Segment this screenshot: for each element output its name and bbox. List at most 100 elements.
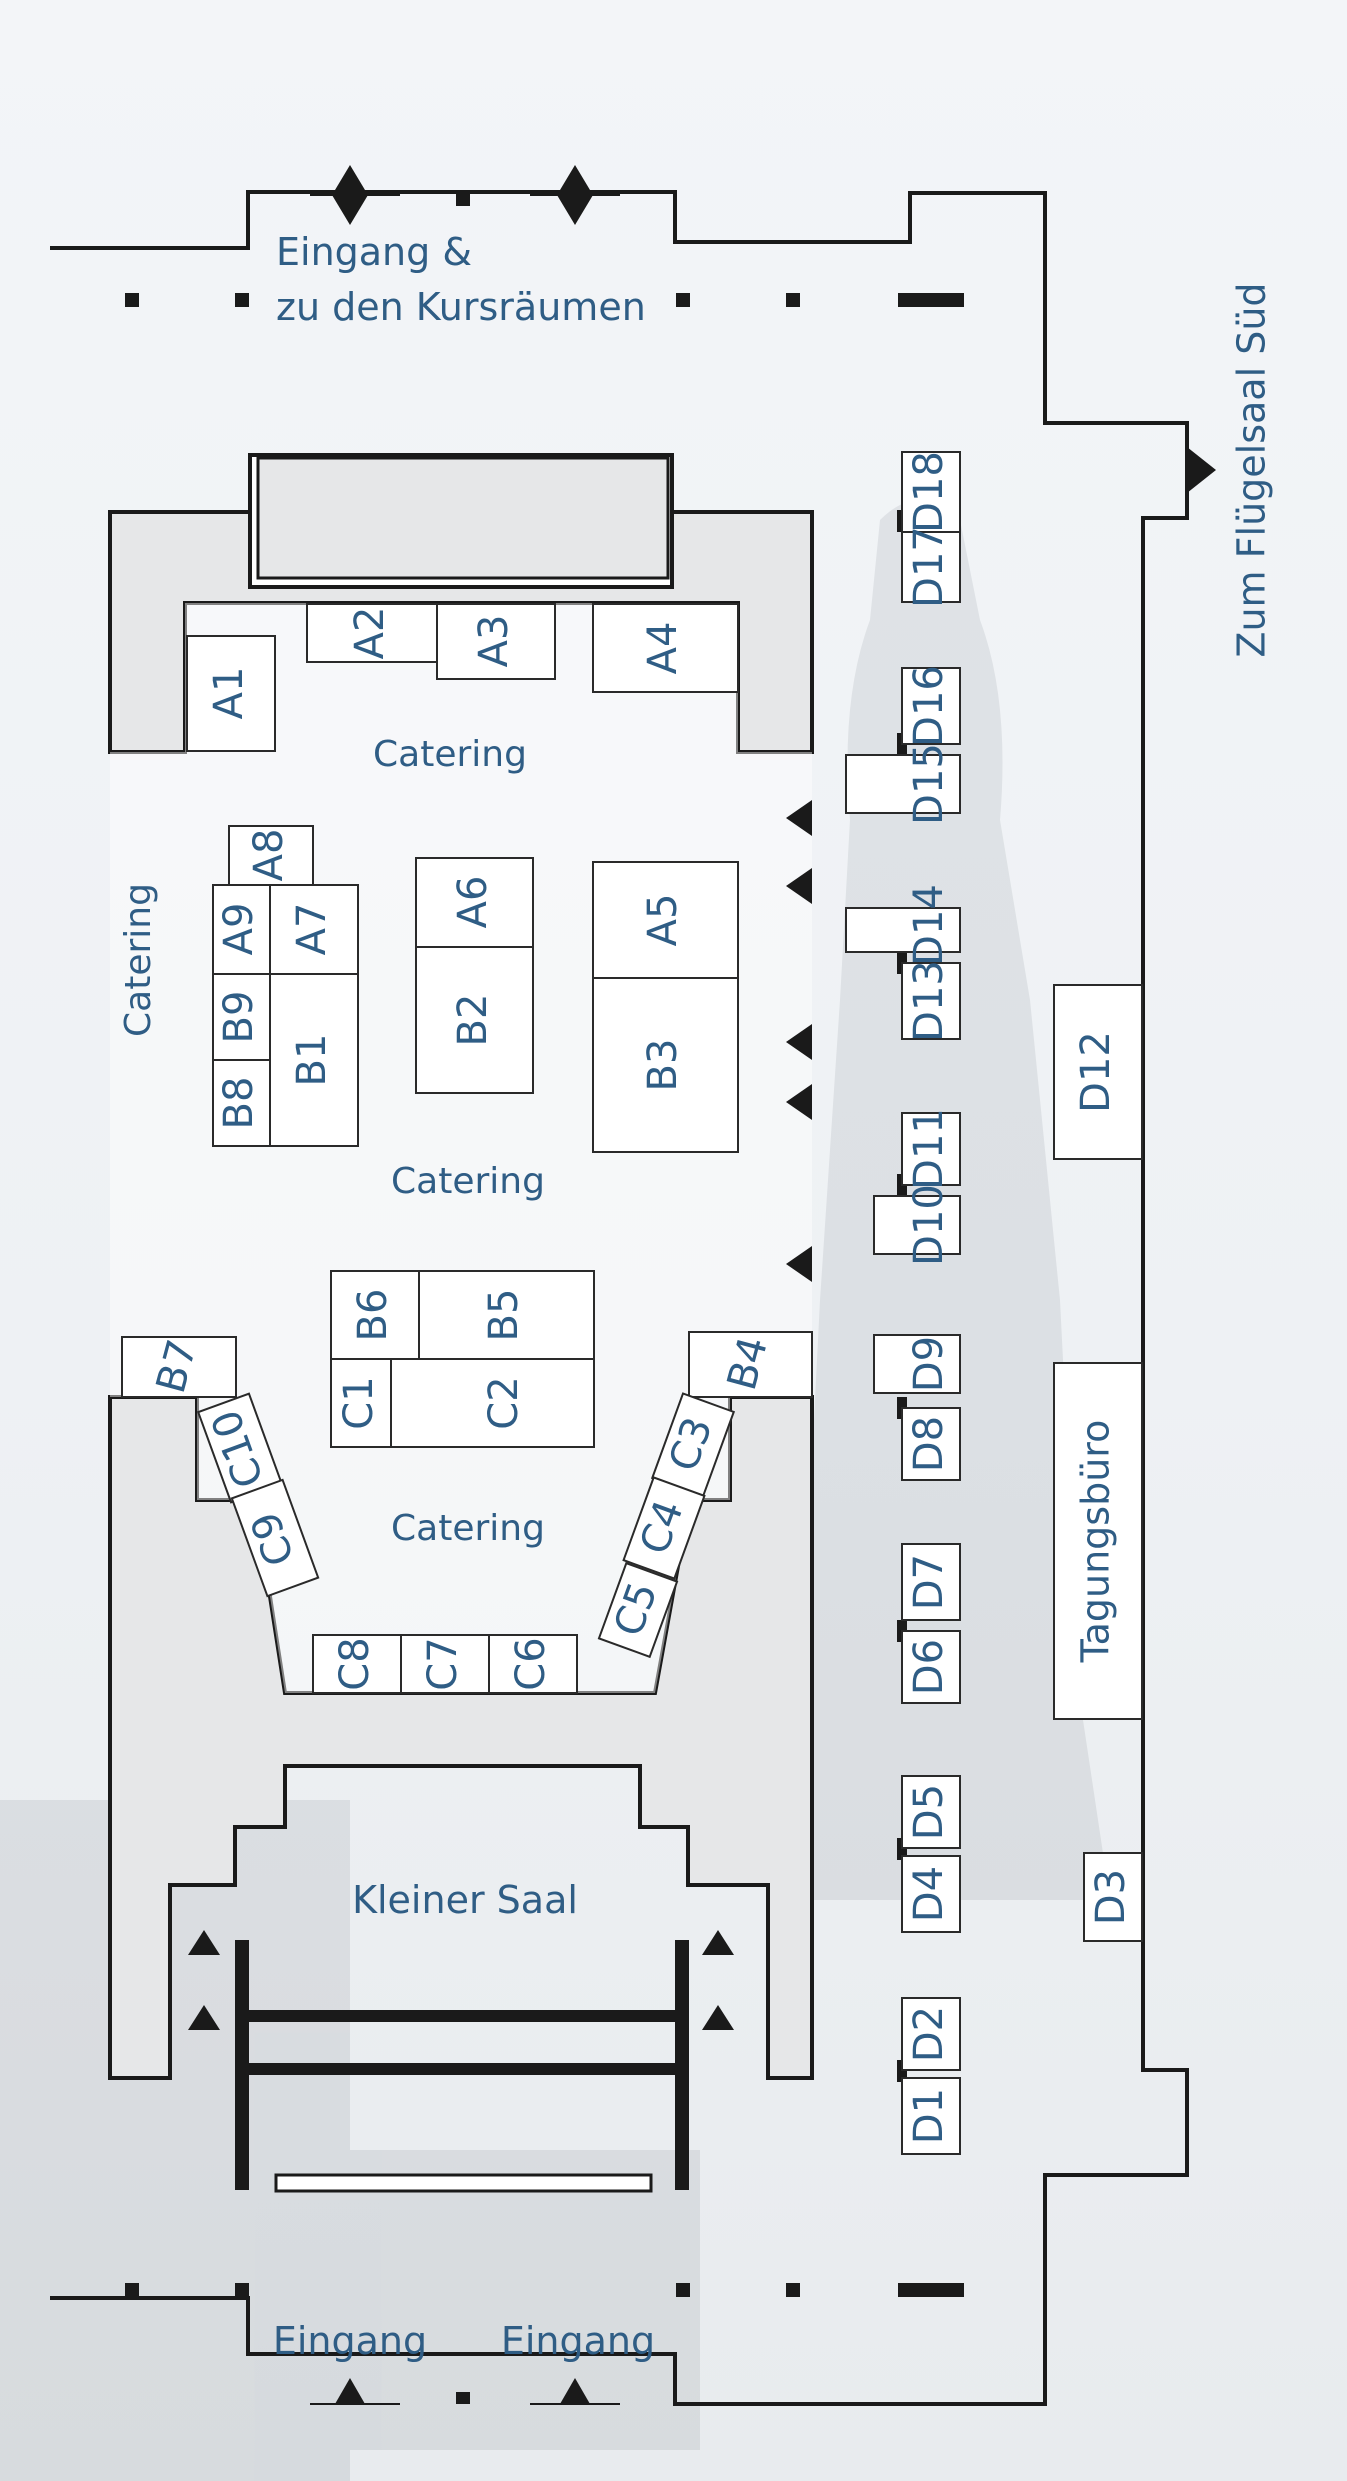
booth-label-B1: B1 <box>289 1034 335 1087</box>
outer-building-outline <box>50 190 1189 2406</box>
small-hall <box>188 1930 734 2193</box>
entrance-top-line1: Eingang & <box>276 230 472 274</box>
booth-D4[interactable]: D4 <box>901 1855 961 1933</box>
booth-D15[interactable]: D15 <box>845 743 961 825</box>
booth-A6[interactable]: A6 <box>415 857 534 948</box>
booth-label-D8: D8 <box>906 1416 952 1472</box>
booth-B6[interactable]: B6 <box>330 1270 420 1360</box>
booth-label-D18: D18 <box>906 451 952 533</box>
catering-middle-label: Catering <box>391 1161 545 1202</box>
entrance-bottom-left-label: Eingang <box>273 2319 427 2363</box>
booth-A4[interactable]: A4 <box>592 603 739 693</box>
booth-label-A3: A3 <box>471 615 517 668</box>
booth-layer: A1 A2 A3 A4 A8 A9 A7 B9 B8 B1 A6 B2 A5 <box>121 451 1143 2155</box>
booth-A9[interactable]: A9 <box>212 884 271 975</box>
booth-D1[interactable]: D1 <box>901 2077 961 2155</box>
booth-label-B9: B9 <box>216 991 262 1044</box>
booth-D11[interactable]: D11 <box>901 1108 961 1190</box>
conference-office[interactable]: Tagungsbüro <box>1053 1362 1143 1720</box>
booth-B9[interactable]: B9 <box>212 973 271 1061</box>
booth-D10[interactable]: D10 <box>873 1184 961 1266</box>
top-doors <box>310 165 620 225</box>
booth-label-A1: A1 <box>206 667 252 720</box>
booth-D9[interactable]: D9 <box>873 1334 961 1394</box>
booth-label-C8: C8 <box>332 1637 378 1690</box>
booth-B1[interactable]: B1 <box>269 973 359 1147</box>
booth-label-D17: D17 <box>906 526 952 608</box>
booth-C6[interactable]: C6 <box>488 1634 578 1694</box>
booth-label-D4: D4 <box>906 1866 952 1922</box>
booth-label-B6: B6 <box>350 1289 396 1342</box>
booth-label-C6: C6 <box>508 1637 554 1690</box>
hall-side-arrows <box>786 800 812 1282</box>
booth-label-D12: D12 <box>1073 1031 1119 1113</box>
top-pillars <box>125 293 964 307</box>
booth-B4[interactable]: B4 <box>688 1331 813 1398</box>
booth-D5[interactable]: D5 <box>901 1775 961 1849</box>
booth-D12[interactable]: D12 <box>1053 984 1143 1160</box>
booth-label-A6: A6 <box>450 876 496 929</box>
booth-C7[interactable]: C7 <box>400 1634 490 1694</box>
entrance-bottom-right-label: Eingang <box>501 2319 655 2363</box>
conference-office-label: Tagungsbüro <box>1074 1420 1118 1664</box>
booth-D6[interactable]: D6 <box>901 1630 961 1704</box>
booth-label-B3: B3 <box>640 1039 686 1092</box>
booth-D13[interactable]: D13 <box>901 960 961 1042</box>
booth-D14[interactable]: D14 <box>845 884 961 966</box>
booth-C8[interactable]: C8 <box>312 1634 402 1694</box>
booth-C2[interactable]: C2 <box>390 1358 595 1448</box>
catering-top-label: Catering <box>373 734 527 775</box>
wing-arrow-icon <box>1187 447 1216 493</box>
booth-label-A4: A4 <box>640 622 686 675</box>
catering-left-label: Catering <box>118 883 159 1037</box>
booth-D2[interactable]: D2 <box>901 1997 961 2071</box>
booth-D8[interactable]: D8 <box>901 1407 961 1481</box>
booth-B7[interactable]: B7 <box>121 1335 237 1398</box>
booth-D7[interactable]: D7 <box>901 1543 961 1621</box>
booth-label-D6: D6 <box>906 1639 952 1695</box>
booth-D16[interactable]: D16 <box>901 665 961 747</box>
booth-label-D10: D10 <box>906 1184 952 1266</box>
main-hall-grey-bottom <box>108 1395 814 2080</box>
booth-label-C7: C7 <box>420 1637 466 1690</box>
booth-label-C2: C2 <box>481 1376 527 1429</box>
booth-A3[interactable]: A3 <box>436 603 556 680</box>
booth-label-B8: B8 <box>216 1077 262 1130</box>
bottom-doors <box>310 2378 620 2405</box>
booth-B3[interactable]: B3 <box>592 977 739 1153</box>
booth-label-D1: D1 <box>906 2088 952 2144</box>
booth-B2[interactable]: B2 <box>415 946 534 1094</box>
booth-label-D13: D13 <box>906 960 952 1042</box>
booth-label-D14: D14 <box>906 884 952 966</box>
booth-A1[interactable]: A1 <box>186 635 276 752</box>
entrance-top-line2: zu den Kursräumen <box>276 285 646 329</box>
booth-label-D3: D3 <box>1088 1869 1134 1925</box>
booth-C3[interactable]: C3 <box>650 1392 736 1498</box>
bottom-pillars <box>125 2283 964 2297</box>
booth-label-D2: D2 <box>906 2006 952 2062</box>
booth-A2[interactable]: A2 <box>306 603 438 663</box>
booth-label-D15: D15 <box>906 743 952 825</box>
booth-A7[interactable]: A7 <box>269 884 359 975</box>
stage-top-inner <box>256 456 670 580</box>
booth-label-A9: A9 <box>216 903 262 956</box>
booth-label-C1: C1 <box>336 1376 382 1429</box>
booth-label-B2: B2 <box>450 994 496 1047</box>
booth-label-A8: A8 <box>246 829 292 882</box>
booth-label-A7: A7 <box>289 903 335 956</box>
booth-label-A2: A2 <box>347 607 393 660</box>
booth-label-D11: D11 <box>906 1108 952 1190</box>
booth-D17[interactable]: D17 <box>901 526 961 608</box>
booth-D18[interactable]: D18 <box>901 451 961 533</box>
booth-A5[interactable]: A5 <box>592 861 739 979</box>
booth-D3[interactable]: D3 <box>1083 1852 1143 1942</box>
booth-B8[interactable]: B8 <box>212 1059 271 1147</box>
booth-label-D5: D5 <box>906 1784 952 1840</box>
booth-A8[interactable]: A8 <box>228 825 314 886</box>
booth-B5[interactable]: B5 <box>418 1270 595 1360</box>
booth-label-D9: D9 <box>906 1336 952 1392</box>
booth-label-D16: D16 <box>906 665 952 747</box>
wing-south-label: Zum Flügelsaal Süd <box>1230 282 1274 657</box>
booth-C1[interactable]: C1 <box>330 1358 392 1448</box>
